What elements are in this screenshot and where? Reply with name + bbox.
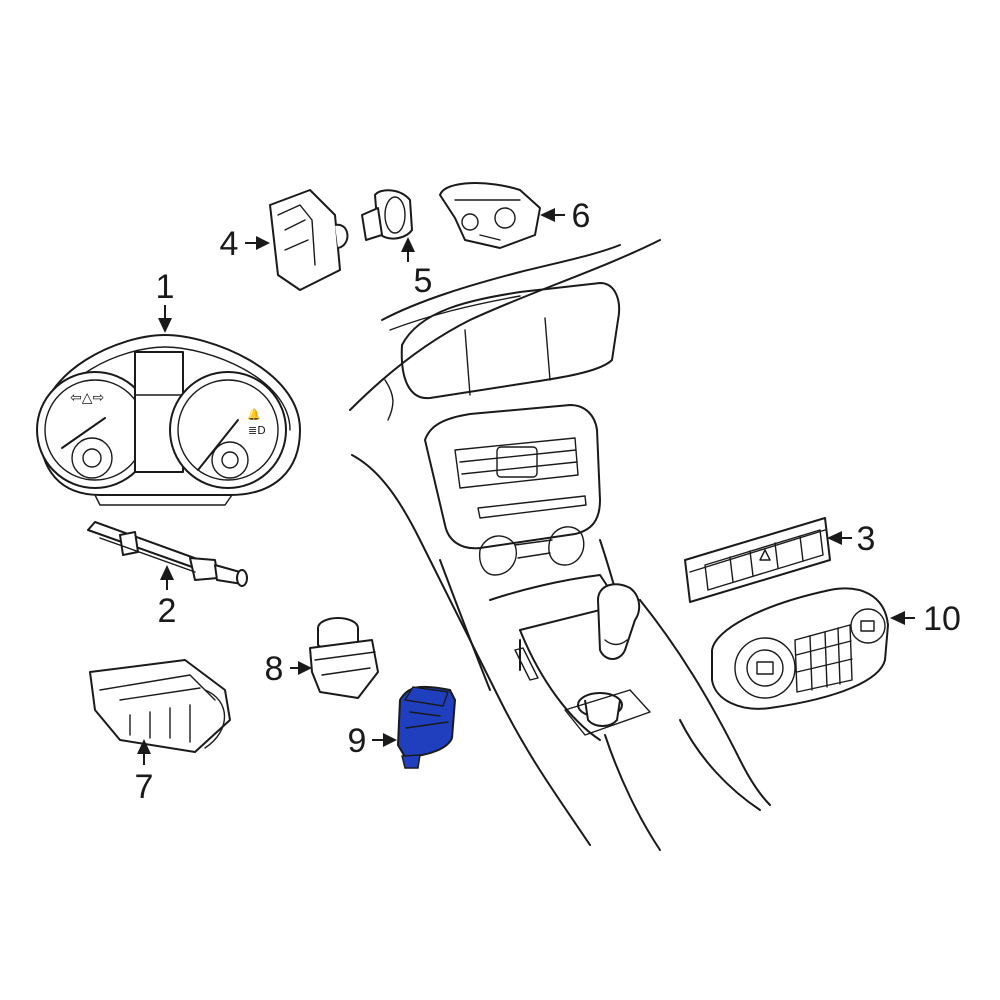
part-1-instrument-cluster: ⇦△⇨ 🔔 ≣D bbox=[36, 334, 301, 506]
part-5-socket bbox=[361, 189, 413, 241]
part-2-shaft bbox=[87, 521, 248, 587]
callout-3: 3 bbox=[857, 520, 876, 558]
callout-8: 8 bbox=[265, 650, 284, 688]
callout-7: 7 bbox=[135, 768, 154, 806]
callout-labels: 1 2 3 4 5 6 7 8 9 10 bbox=[135, 197, 961, 806]
cluster-bell-glyph: 🔔 bbox=[247, 408, 261, 421]
callout-6: 6 bbox=[572, 197, 591, 235]
part-4-module bbox=[269, 189, 349, 291]
part-6-housing bbox=[439, 182, 541, 249]
part-8-rotary-switch bbox=[309, 617, 379, 699]
part-7-control-unit bbox=[89, 659, 231, 753]
callout-10: 10 bbox=[923, 600, 961, 638]
callout-2: 2 bbox=[158, 592, 177, 630]
callout-arrows bbox=[137, 208, 915, 765]
cluster-indicator-glyph: ⇦△⇨ bbox=[70, 390, 104, 406]
callout-1: 1 bbox=[156, 268, 175, 306]
interior-outline bbox=[349, 239, 771, 851]
part-9-highlighted-switch bbox=[396, 685, 457, 769]
part-3-switch-panel bbox=[684, 517, 831, 603]
callout-9: 9 bbox=[348, 722, 367, 760]
callout-4: 4 bbox=[220, 225, 239, 263]
part-10-climate-panel bbox=[711, 587, 889, 710]
cluster-lamp-glyph: ≣D bbox=[248, 424, 266, 437]
callout-5: 5 bbox=[414, 262, 433, 300]
